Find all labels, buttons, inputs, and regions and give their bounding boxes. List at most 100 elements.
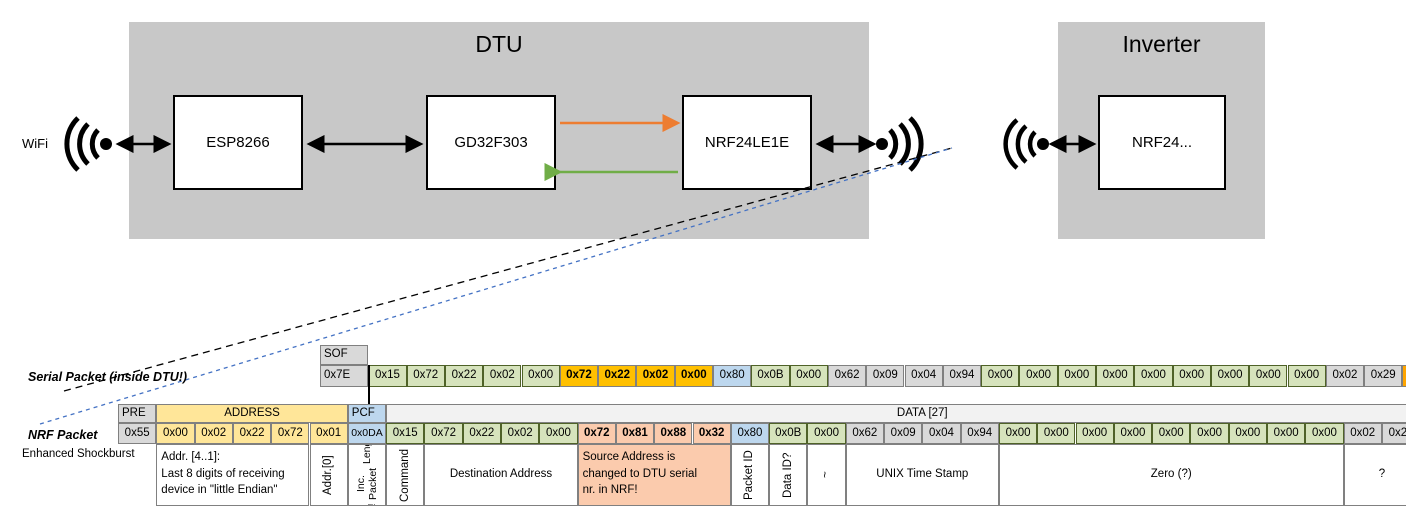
serial-byte-20: 0x00 [1134,365,1173,387]
nrf-byte-16: 0x80 [730,423,770,444]
serial-byte-0: 0x15 [368,365,407,387]
serial-byte-1: 0x72 [406,365,445,387]
serial-byte-23: 0x00 [1249,365,1288,387]
serial-byte-7: 0x02 [636,365,675,387]
inverter-enclosure: Inverter [1058,22,1265,239]
annotation--: ~ [807,444,846,506]
nrf-byte-25: 0x00 [1075,423,1114,444]
nrf-byte-20: 0x09 [884,423,923,444]
annotation--: ? [1343,444,1406,506]
annotation-zero-: Zero (?) [998,444,1344,506]
nrf-byte-31: 0x00 [1305,423,1344,444]
annotation-data-id-: Data ID? [769,444,808,506]
annotation-command-text: Command [398,448,411,502]
serial-byte-6: 0x22 [598,365,637,387]
serial-byte-14: 0x04 [904,365,943,387]
nrf-byte-14: 0x88 [654,423,693,444]
serial-byte-25: 0x02 [1325,365,1365,387]
nrf-byte-21: 0x04 [922,423,961,444]
annotation-packet-id-text: Packet ID [743,450,756,500]
chip-gd32f303-label: GD32F303 [454,134,528,151]
chip-esp8266: ESP8266 [173,95,303,190]
nrf-header-address: ADDRESS [156,404,348,423]
nrf-byte-30: 0x00 [1267,423,1306,444]
annotation-data-id--text: Data ID? [781,452,794,498]
chip-nrf24le1e: NRF24LE1E [682,95,812,190]
nrf-byte-28: 0x00 [1190,423,1229,444]
nrf-byte-15: 0x32 [692,423,731,444]
serial-byte-2: 0x22 [444,365,484,387]
enhanced-shockburst-label: Enhanced Shockburst [22,448,135,460]
dtu-rf-antenna-icon [876,116,924,172]
nrf-byte-0: 0x55 [118,423,157,444]
nrf-byte-10: 0x02 [501,423,540,444]
inverter-rf-antenna-icon [1003,118,1049,170]
nrf-byte-19: 0x62 [845,423,884,444]
annotation-addr-0-: Addr.[0] [309,444,348,506]
annotation-addr-0--text: Addr.[0] [322,455,335,495]
nrf-byte-27: 0x00 [1152,423,1191,444]
nrf-byte-29: 0x00 [1228,423,1267,444]
nrf-byte-4: 0x72 [271,423,310,444]
nrf-header-pcf: PCF [347,404,387,423]
nrf-byte-12: 0x72 [577,423,616,444]
serial-byte-24: 0x00 [1287,365,1326,387]
nrf-byte-33: 0x29 [1381,423,1406,444]
dtu-title: DTU [475,31,523,57]
nrf-byte-24: 0x00 [1037,423,1076,444]
serial-byte-3: 0x02 [483,365,522,387]
serial-byte-5: 0x72 [559,365,599,387]
nrf-byte-22: 0x94 [960,423,999,444]
nrf-byte-3: 0x22 [232,423,272,444]
nrf-byte-26: 0x00 [1113,423,1153,444]
serial-byte-13: 0x09 [866,365,905,387]
connector-line-start [368,365,370,404]
serial-byte-21: 0x00 [1172,365,1211,387]
nrf-byte-17: 0x0B [769,423,808,444]
chip-nrf24-label: NRF24... [1131,134,1192,151]
nrf-byte-1: 0x00 [156,423,195,444]
serial-byte-15: 0x94 [942,365,982,387]
serial-byte-11: 0x00 [789,365,828,387]
serial-byte-9: 0x80 [713,365,752,387]
serial-byte-12: 0x62 [827,365,867,387]
serial-byte-17: 0x00 [1019,365,1058,387]
annotation-unix-time-stamp: UNIX Time Stamp [845,444,999,506]
annotation-packet-id: Packet ID [730,444,770,506]
serial-byte-18: 0x00 [1057,365,1096,387]
nrf-byte-32: 0x02 [1343,423,1382,444]
nrf-byte-18: 0x00 [807,423,846,444]
nrf-byte-8: 0x72 [424,423,463,444]
chip-nrf24le1e-label: NRF24LE1E [704,134,790,151]
annotation-command: Command [386,444,425,506]
inverter-title: Inverter [1122,31,1201,57]
serial-packet-label: Serial Packet (inside DTU!) [28,370,188,384]
serial-byte-22: 0x00 [1210,365,1250,387]
nrf-byte-6: 0x0DA [347,423,387,444]
wifi-label: WiFi [22,136,48,151]
serial-byte-8: 0x00 [674,365,713,387]
nrf-packet-label: NRF Packet [28,428,98,442]
chip-gd32f303: GD32F303 [426,95,556,190]
serial-byte-19: 0x00 [1096,365,1135,387]
nrf-byte-5: 0x01 [309,423,348,444]
serial-byte-16: 0x00 [981,365,1020,387]
nrf-byte-23: 0x00 [998,423,1038,444]
nrf-byte-9: 0x22 [462,423,501,444]
serial-byte-26: 0x29 [1364,365,1403,387]
chip-nrf24-inverter: NRF24... [1098,95,1226,190]
serial-sof-header: SOF [320,345,369,365]
serial-byte-27: 0x4E [1402,365,1406,387]
nrf-byte-2: 0x02 [194,423,233,444]
annotation-destination-address: Destination Address [424,444,578,506]
chip-esp8266-label: ESP8266 [206,134,270,151]
serial-byte-10: 0x0B [751,365,790,387]
nrf-byte-13: 0x81 [615,423,655,444]
wifi-antenna-icon [64,116,112,172]
nrf-header-pre: PRE [118,404,157,423]
annotation---text: ~ [819,471,832,479]
